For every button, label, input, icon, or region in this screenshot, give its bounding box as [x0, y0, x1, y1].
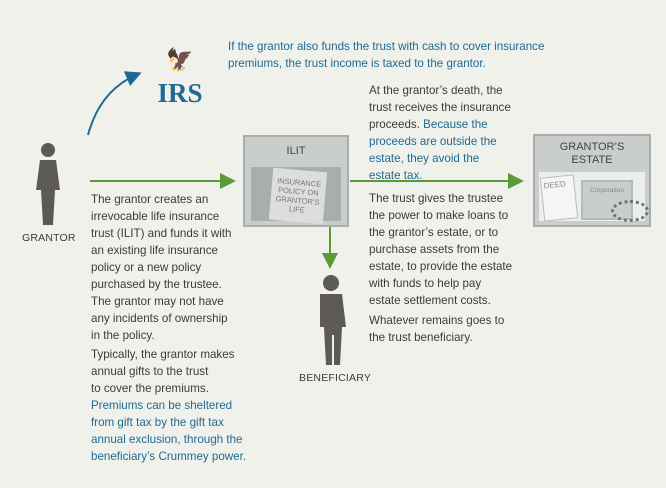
loans-note: The trust gives the trustee the power to… [369, 190, 512, 309]
deed-document: DEED [539, 174, 579, 222]
text-line: Because the [423, 118, 488, 131]
text-line: proceeds are outside the [369, 135, 497, 148]
insurance-policy-document: INSURANCE POLICY ON GRANTOR’S LIFE [268, 167, 328, 225]
ilit-box: ILIT INSURANCE POLICY ON GRANTOR’S LIFE [243, 135, 349, 227]
grantor-label: GRANTOR [22, 232, 76, 244]
ilit-folder: INSURANCE POLICY ON GRANTOR’S LIFE [251, 167, 341, 225]
text-line: GRANTOR’S [559, 141, 625, 153]
text-line: annual exclusion, through the [91, 433, 243, 446]
text-line: the grantor’s estate, or to [369, 226, 499, 239]
death-note: At the grantor’s death, the trust receiv… [369, 82, 511, 184]
text-line: purchase assets from the [369, 243, 500, 256]
text-line: trust (ILIT) and funds it with [91, 227, 232, 240]
text-line: The grantor may not have [91, 295, 224, 308]
remains-note: Whatever remains goes to the trust benef… [369, 312, 504, 346]
estate-title: GRANTOR’S ESTATE [535, 141, 649, 167]
text-line: At the grantor’s death, the [369, 84, 503, 97]
text-line: annual gifts to the trust [91, 365, 209, 378]
pearl-necklace [611, 200, 649, 222]
text-line: estate settlement costs. [369, 294, 491, 307]
text-line: trust receives the insurance [369, 101, 511, 114]
text-line: the trust beneficiary. [369, 331, 473, 344]
text-line: the power to make loans to [369, 209, 509, 222]
text-line: purchased by the trustee. [91, 278, 222, 291]
grantor-note: The grantor creates an irrevocable life … [91, 191, 231, 344]
irs-note-line: If the grantor also funds the trust with… [228, 40, 545, 53]
text-line: The grantor creates an [91, 193, 209, 206]
text-line: estate, to provide the estate [369, 260, 513, 273]
text-line: any incidents of ownership [91, 312, 228, 325]
estate-assets: DEED Corporation [539, 172, 649, 222]
arrow-grantor-to-irs [87, 71, 142, 136]
text-line: policy or a new policy [91, 261, 202, 274]
text-line: Typically, the grantor makes [91, 348, 235, 361]
text-line: beneficiary’s Crummey power. [91, 450, 247, 463]
irs-note: If the grantor also funds the trust with… [228, 38, 544, 72]
text-line: The trust gives the trustee [369, 192, 504, 205]
irs-logo: 🦅 IRS [150, 40, 210, 108]
text-line: proceeds. [369, 118, 424, 131]
text-line: Whatever remains goes to [369, 314, 505, 327]
beneficiary-label: BENEFICIARY [299, 372, 372, 384]
irs-note-line: premiums, the trust income is taxed to t… [228, 57, 486, 70]
text-line: with funds to help pay [369, 277, 482, 290]
gifts-note: Typically, the grantor makes annual gift… [91, 346, 246, 465]
estate-box: GRANTOR’S ESTATE DEED Corporation [533, 134, 651, 227]
text-line: an existing life insurance [91, 244, 218, 257]
text-line: estate tax. [369, 169, 423, 182]
eagle-icon: 🦅 [166, 47, 194, 72]
text-line: to cover the premiums. [91, 382, 209, 395]
text-line: in the policy. [91, 329, 155, 342]
ilit-title: ILIT [286, 145, 306, 157]
text-line: estate, they avoid the [369, 152, 480, 165]
text-line: from gift tax by the gift tax [91, 416, 224, 429]
text-line: Premiums can be sheltered [91, 399, 233, 412]
beneficiary-figure [320, 275, 346, 365]
grantor-figure [36, 143, 60, 225]
text-line: ESTATE [571, 154, 613, 166]
text-line: irrevocable life insurance [91, 210, 220, 223]
irs-logo-text: IRS [157, 78, 203, 108]
